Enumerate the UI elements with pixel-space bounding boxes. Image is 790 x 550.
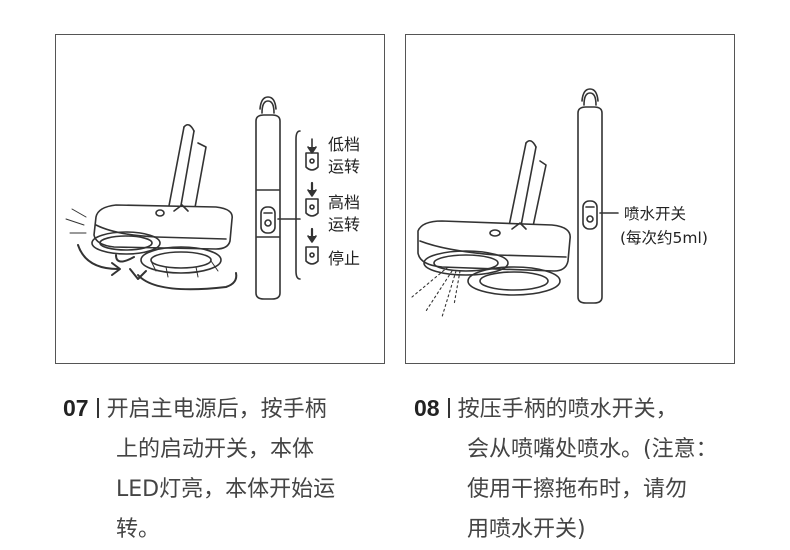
label-spray-note: (每次约5ml)	[620, 229, 708, 247]
label-high-line1: 高档	[328, 193, 361, 212]
step-07-line-4: 转。	[116, 517, 161, 542]
illustration-panel-power: 低档 运转 高档 运转 停止	[55, 34, 385, 364]
divider-bar	[447, 398, 450, 418]
label-spray-switch: 喷水开关	[624, 205, 687, 223]
step-number: 08	[414, 395, 440, 421]
step-08-line-2: 会从喷嘴处喷水。(注意：	[467, 437, 718, 462]
mop-spray-illustration	[411, 88, 619, 318]
step-08: 08 按压手柄的喷水开关， 会从喷嘴处喷水。(注意： 使用干擦拖布时，请勿 用喷水…	[414, 388, 754, 550]
step-text: 开启主电源后，按手柄	[106, 397, 327, 422]
step-number: 07	[63, 395, 89, 421]
step-07-line-3: LED灯亮，本体开始运	[116, 477, 336, 502]
step-08-line-3: 使用干擦拖布时，请勿	[467, 477, 688, 502]
label-low-line2: 运转	[328, 157, 361, 176]
step-07-line-2: 上的启动开关，本体	[116, 437, 315, 462]
step-07: 07 开启主电源后，按手柄 上的启动开关，本体 LED灯亮，本体开始运 转。	[63, 388, 393, 550]
step-08-line-1: 08 按压手柄的喷水开关，	[414, 388, 754, 430]
label-low-line1: 低档	[328, 135, 361, 154]
divider-bar	[96, 398, 99, 418]
label-high-line2: 运转	[328, 215, 361, 234]
label-stop: 停止	[328, 249, 361, 268]
mop-start-illustration	[65, 96, 319, 300]
illustration-panel-spray: 喷水开关 (每次约5ml)	[405, 34, 735, 364]
step-text: 按压手柄的喷水开关，	[457, 397, 678, 422]
step-08-line-4: 用喷水开关)	[467, 517, 586, 542]
step-07-line-1: 07 开启主电源后，按手柄	[63, 388, 393, 430]
